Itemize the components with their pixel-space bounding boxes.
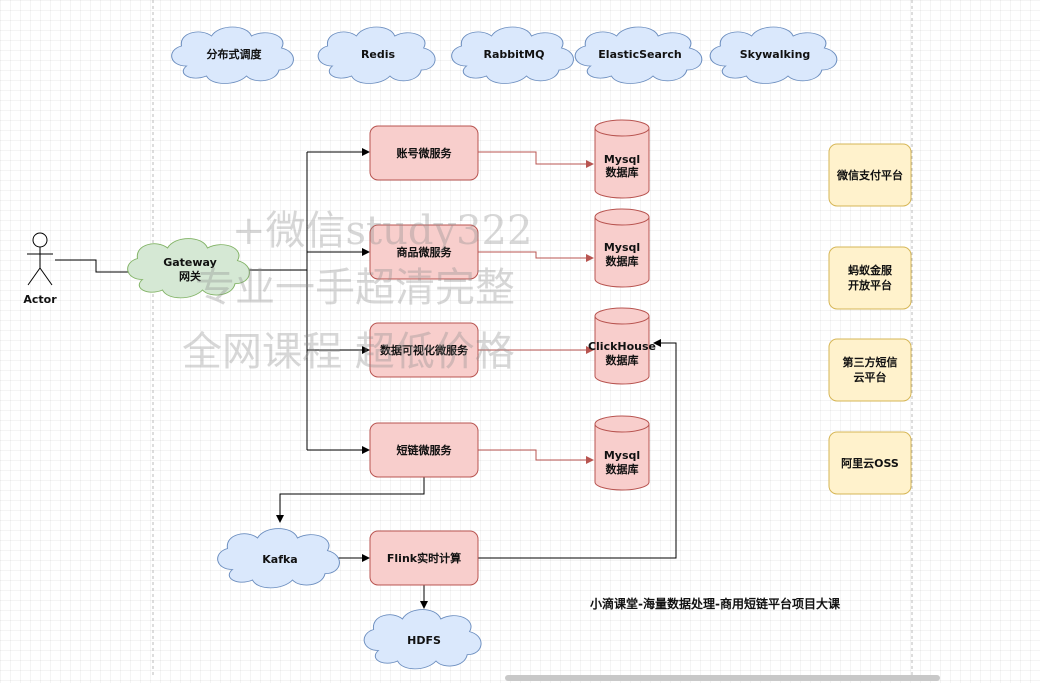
edges-black — [55, 148, 677, 609]
horizontal-scrollbar[interactable] — [505, 675, 940, 681]
cloud-label: Skywalking — [740, 48, 811, 61]
database-label: ClickHouse — [588, 340, 656, 353]
platform-label: 第三方短信 — [843, 355, 898, 369]
edges-red — [478, 151, 594, 464]
edge-account-db — [478, 151, 594, 168]
watermark-line: +微信study322 — [232, 208, 532, 254]
watermark-line: 专业一手超清完整 — [195, 265, 515, 311]
gateway-label-line2: 网关 — [179, 269, 201, 283]
platform-sms-cloud: 第三方短信 云平台 — [828, 338, 912, 402]
edge-shortlink-kafka — [276, 476, 425, 523]
kafka-label: Kafka — [262, 553, 297, 566]
platform-label: 云平台 — [854, 370, 887, 384]
cloud-label: RabbitMQ — [484, 48, 545, 61]
platform-label: 开放平台 — [848, 278, 892, 292]
cloud-label: ElasticSearch — [598, 48, 681, 61]
service-product: 商品微服务 — [369, 224, 479, 280]
platform-aliyun-oss: 阿里云OSS — [828, 431, 912, 495]
platform-label: 蚂蚁金服 — [848, 263, 893, 277]
platform-wechat-pay: 微信支付平台 — [828, 143, 912, 207]
service-label: 账号微服务 — [397, 146, 453, 160]
database-label: Mysql — [604, 241, 640, 254]
database-account-mysql: Mysql 数据库 — [594, 119, 650, 199]
hdfs-label: HDFS — [407, 634, 441, 647]
service-shortlink: 短链微服务 — [369, 422, 479, 478]
database-label: Mysql — [604, 153, 640, 166]
service-label: 数据可视化微服务 — [380, 343, 469, 357]
flink-label: Flink实时计算 — [387, 551, 461, 565]
platform-label: 阿里云OSS — [841, 456, 899, 470]
actor-label: Actor — [23, 293, 57, 306]
database-shortlink-mysql: Mysql 数据库 — [594, 415, 650, 491]
edge-actor-gateway — [55, 259, 141, 276]
diagram-title: 小滴课堂-海量数据处理-商用短链平台项目大课 — [590, 596, 841, 611]
edge-flink-clickhouse — [476, 339, 677, 559]
database-clickhouse: ClickHouse 数据库 — [588, 307, 656, 385]
database-product-mysql: Mysql 数据库 — [594, 208, 650, 288]
service-label: 商品微服务 — [397, 245, 453, 259]
platform-label: 微信支付平台 — [836, 168, 903, 182]
watermark-line: 全网课程 超低价格 — [182, 329, 515, 375]
database-label: 数据库 — [606, 462, 639, 476]
watermark: +微信study322 专业一手超清完整 全网课程 超低价格 — [182, 208, 532, 375]
cloud-label: 分布式调度 — [207, 47, 263, 61]
service-label: 短链微服务 — [397, 443, 453, 457]
service-account: 账号微服务 — [369, 125, 479, 181]
database-label: 数据库 — [606, 165, 639, 179]
platform-ant-financial: 蚂蚁金服 开放平台 — [828, 246, 912, 310]
cloud-label: Redis — [361, 48, 396, 61]
gateway-label-line1: Gateway — [163, 256, 217, 269]
database-label: Mysql — [604, 449, 640, 462]
database-label: 数据库 — [606, 353, 639, 367]
flink-realtime-compute: Flink实时计算 — [369, 530, 479, 586]
edge-product-db — [478, 251, 594, 262]
database-label: 数据库 — [606, 254, 639, 268]
service-dataviz: 数据可视化微服务 — [369, 322, 479, 378]
edge-shortlink-db — [478, 449, 594, 464]
actor-icon — [27, 232, 53, 286]
